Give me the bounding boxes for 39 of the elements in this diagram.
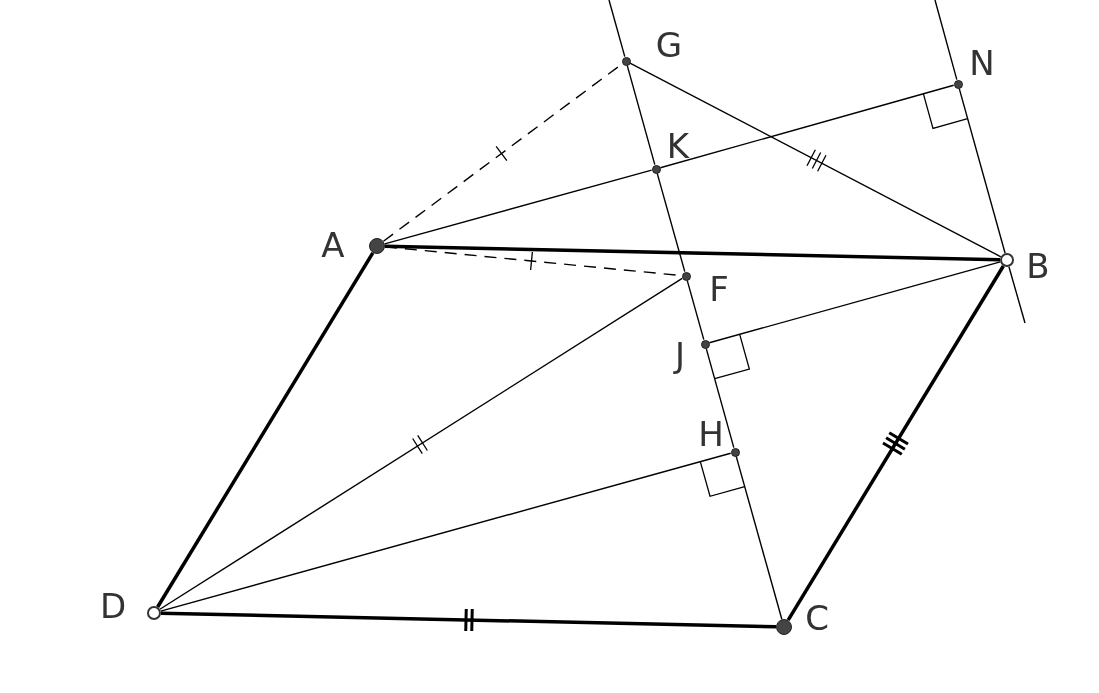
point-label: K xyxy=(666,129,690,163)
line-segment xyxy=(384,244,1001,262)
line-segment xyxy=(626,64,656,166)
line-segment xyxy=(934,0,958,81)
point-dot xyxy=(681,271,691,281)
line-segment xyxy=(735,455,783,620)
point-label: G xyxy=(655,28,683,62)
point-label: H xyxy=(698,417,724,451)
line-segment xyxy=(608,0,626,58)
line-segment xyxy=(705,347,735,449)
point-dot xyxy=(147,606,161,620)
line-segment xyxy=(786,265,1005,622)
line-segment xyxy=(708,261,1001,344)
point-label: C xyxy=(805,601,829,635)
point-dot xyxy=(369,238,385,254)
point-label: J xyxy=(675,338,685,372)
line-segment xyxy=(958,87,1006,254)
line-segment xyxy=(656,172,686,273)
line-segment xyxy=(160,452,732,612)
line-segment xyxy=(160,611,777,629)
point-dot xyxy=(730,447,740,457)
point-label: D xyxy=(99,589,127,623)
point-label: B xyxy=(1026,249,1050,283)
point-dot xyxy=(621,56,631,66)
line-segment xyxy=(1008,266,1026,324)
line-segment xyxy=(686,279,705,341)
line-segment xyxy=(659,84,955,169)
point-label: N xyxy=(969,46,995,80)
point-dot xyxy=(1000,253,1014,267)
line-segment xyxy=(156,251,375,608)
point-dot xyxy=(776,619,792,635)
line-segment xyxy=(384,169,653,245)
line-segment xyxy=(159,277,683,610)
point-label: F xyxy=(709,272,729,306)
point-dot xyxy=(953,79,963,89)
point-dot xyxy=(651,164,661,174)
point-label: A xyxy=(321,228,345,262)
point-dot xyxy=(700,339,710,349)
line-segment xyxy=(629,62,1002,258)
